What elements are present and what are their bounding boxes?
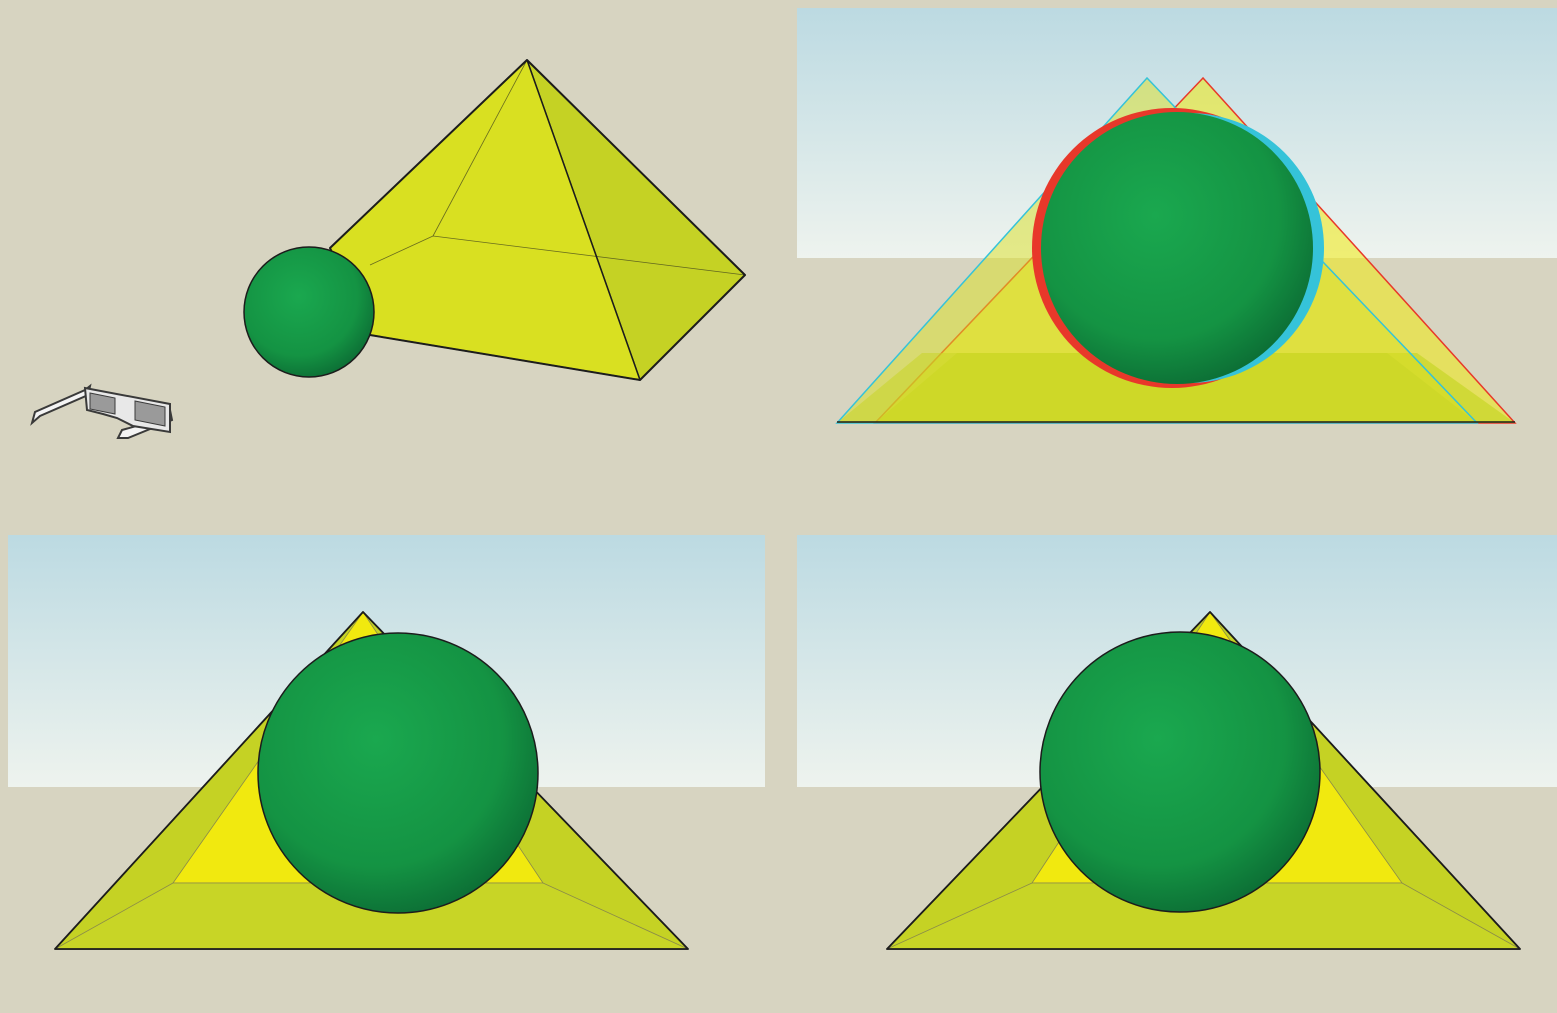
perspective-view-drawing xyxy=(0,0,778,506)
pyramid xyxy=(329,59,746,381)
perspective-view-panel xyxy=(0,0,778,506)
right-eye-view-panel xyxy=(797,535,1557,1013)
left-eye-view-drawing xyxy=(8,535,765,1013)
sphere xyxy=(243,246,375,378)
sphere xyxy=(257,632,539,914)
anaglyph-view-drawing xyxy=(797,8,1557,498)
sphere xyxy=(1039,631,1321,913)
3d-glasses-icon xyxy=(30,383,174,439)
right-eye-view-drawing xyxy=(797,535,1557,1013)
sphere xyxy=(1041,112,1313,384)
anaglyph-view-panel xyxy=(797,8,1557,498)
left-eye-view-panel xyxy=(8,535,765,1013)
